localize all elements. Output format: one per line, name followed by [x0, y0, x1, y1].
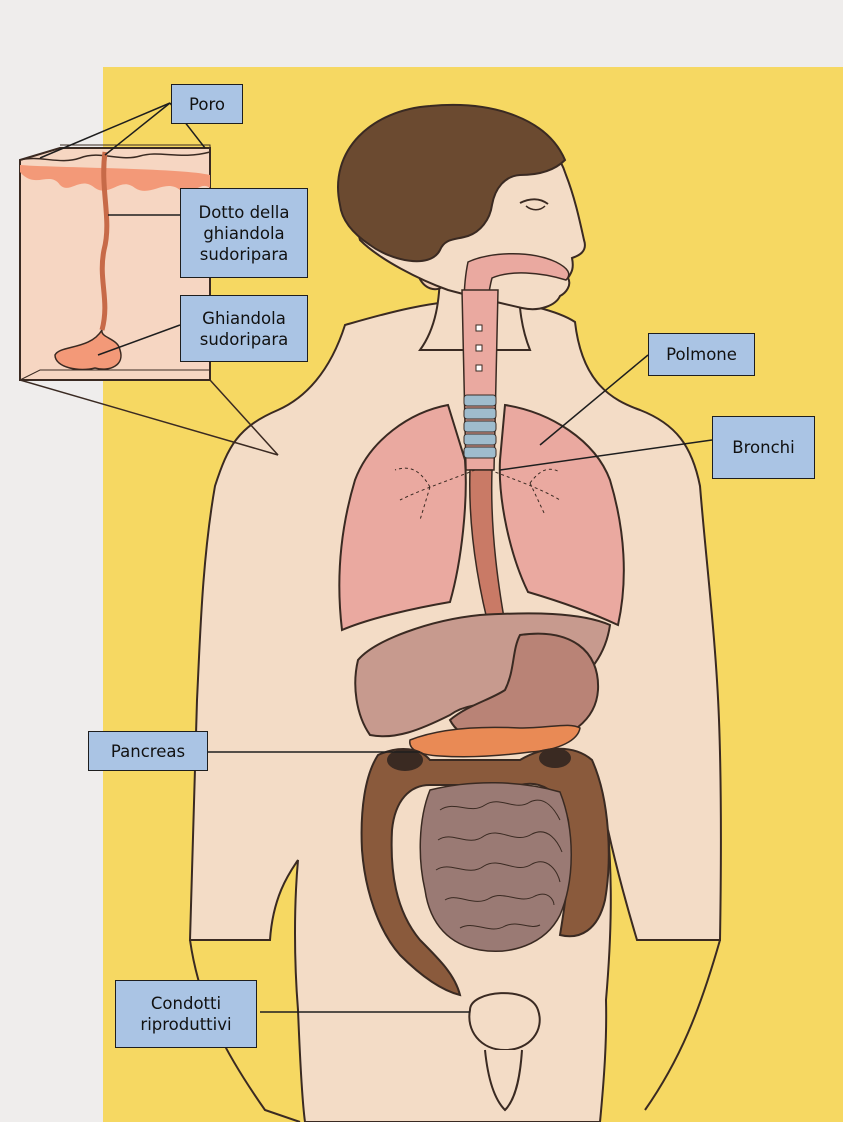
label-condotti-line2: riproduttivi	[140, 1014, 231, 1035]
label-ghiandola-line1: Ghiandola	[202, 308, 286, 329]
label-pancreas: Pancreas	[88, 731, 208, 771]
label-dotto-line2: ghiandola	[203, 223, 284, 244]
label-dotto-line1: Dotto della	[199, 202, 290, 223]
label-dotto-line3: sudoripara	[200, 244, 288, 265]
label-dotto-ghiandola: Dotto della ghiandola sudoripara	[180, 188, 308, 278]
label-condotti-riproduttivi: Condotti riproduttivi	[115, 980, 257, 1048]
label-pancreas-text: Pancreas	[111, 741, 185, 762]
label-poro-text: Poro	[189, 94, 225, 115]
label-bronchi: Bronchi	[712, 416, 815, 479]
label-poro: Poro	[171, 84, 243, 124]
label-condotti-line1: Condotti	[151, 993, 221, 1014]
label-polmone-text: Polmone	[666, 344, 737, 365]
label-bronchi-text: Bronchi	[732, 437, 794, 458]
trachea-rings	[464, 395, 496, 458]
label-ghiandola-sudoripara: Ghiandola sudoripara	[180, 295, 308, 362]
reproductive-organs	[469, 993, 539, 1050]
label-polmone: Polmone	[648, 333, 755, 376]
label-ghiandola-line2: sudoripara	[200, 329, 288, 350]
